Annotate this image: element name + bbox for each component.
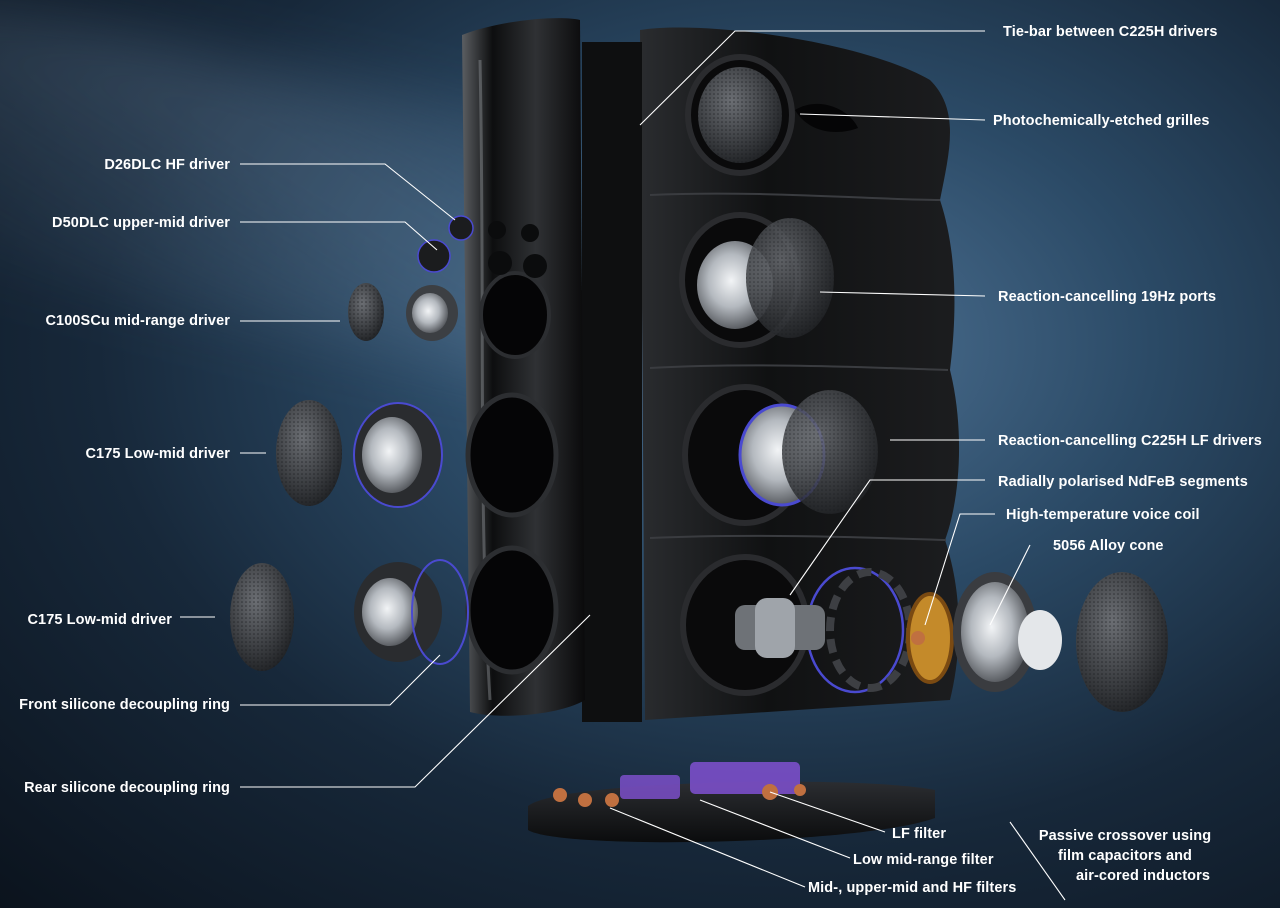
label-ndfeb: Radially polarised NdFeB segments xyxy=(998,474,1248,490)
label-ports: Reaction-cancelling 19Hz ports xyxy=(998,289,1217,305)
label-hf-filters: Mid-, upper-mid and HF filters xyxy=(808,880,1017,896)
label-low-mid-driver-lower: C175 Low-mid driver xyxy=(27,612,172,628)
label-mid-range-driver: C100SCu mid-range driver xyxy=(45,313,230,329)
label-lf-drivers: Reaction-cancelling C225H LF drivers xyxy=(998,433,1262,449)
label-tie-bar: Tie-bar between C225H drivers xyxy=(1003,24,1218,40)
label-grilles: Photochemically-etched grilles xyxy=(993,113,1210,129)
label-voice-coil: High-temperature voice coil xyxy=(1006,507,1200,523)
crossover-line-3: air-cored inductors xyxy=(1075,868,1211,884)
label-alloy-cone: 5056 Alloy cone xyxy=(1053,538,1164,554)
label-lf-filter: LF filter xyxy=(892,826,947,842)
label-low-mid-driver-upper: C175 Low-mid driver xyxy=(85,446,230,462)
label-hf-driver: D26DLC HF driver xyxy=(104,157,230,173)
label-upper-mid-driver: D50DLC upper-mid driver xyxy=(52,215,230,231)
label-rear-ring: Rear silicone decoupling ring xyxy=(24,780,230,796)
label-low-mid-filter: Low mid-range filter xyxy=(853,852,994,868)
crossover-line-1: Passive crossover using xyxy=(1038,828,1212,844)
label-crossover: Passive crossover using film capacitors … xyxy=(1030,826,1220,886)
label-front-ring: Front silicone decoupling ring xyxy=(19,697,230,713)
crossover-line-2: film capacitors and xyxy=(1057,848,1193,864)
